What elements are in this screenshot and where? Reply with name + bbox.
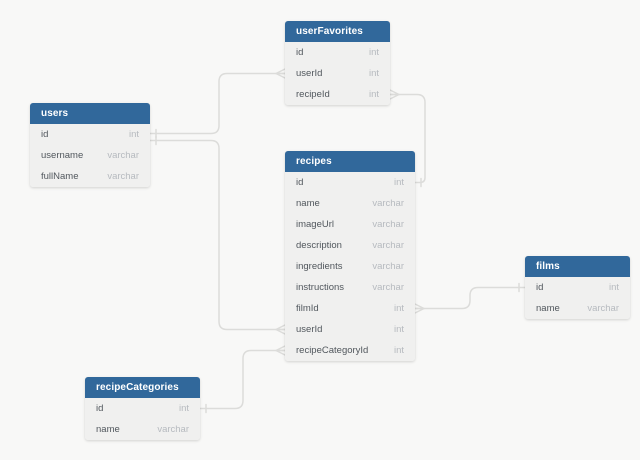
column-type: varchar xyxy=(107,171,139,182)
table-header-recipeCategories[interactable]: recipeCategories xyxy=(85,377,200,398)
column-name: userId xyxy=(296,324,323,335)
column-type: int xyxy=(368,68,379,79)
crow-foot-many-marker-recipes-userId-to-users-id xyxy=(275,324,286,335)
table-header-films[interactable]: films xyxy=(525,256,630,277)
column-name: description xyxy=(296,240,342,251)
column-row-users-fullName: fullName varchar xyxy=(30,166,150,187)
relationship-line-userFavorites-userId-to-users-id[interactable] xyxy=(149,72,286,135)
column-name: name xyxy=(296,198,320,209)
crow-foot-many-marker-recipes-recipeCategoryId-to-recipeCategories-id xyxy=(275,345,286,356)
column-type: int xyxy=(393,177,404,188)
column-row-userFavorites-userId: userId int xyxy=(285,63,390,84)
column-row-users-username: username varchar xyxy=(30,145,150,166)
column-name: id xyxy=(536,282,544,293)
table-users[interactable]: users id int username varchar fullName varchar xyxy=(30,103,150,187)
table-title: users xyxy=(41,108,69,119)
column-type: varchar xyxy=(372,219,404,230)
column-name: username xyxy=(41,150,84,161)
column-row-recipes-description: description varchar xyxy=(285,235,415,256)
column-row-recipes-imageUrl: imageUrl varchar xyxy=(285,214,415,235)
column-name: filmId xyxy=(296,303,319,314)
column-type: varchar xyxy=(587,303,619,314)
table-header-recipes[interactable]: recipes xyxy=(285,151,415,172)
crow-foot-many-marker-userFavorites-recipeId-to-recipes-id xyxy=(389,89,400,100)
column-row-recipes-filmId: filmId int xyxy=(285,298,415,319)
column-name: instructions xyxy=(296,282,345,293)
column-row-films-name: name varchar xyxy=(525,298,630,319)
column-type: varchar xyxy=(372,282,404,293)
column-type: varchar xyxy=(107,150,139,161)
column-type: varchar xyxy=(372,198,404,209)
column-row-recipes-recipeCategoryId: recipeCategoryId int xyxy=(285,340,415,361)
column-row-recipes-userId: userId int xyxy=(285,319,415,340)
table-header-userFavorites[interactable]: userFavorites xyxy=(285,21,390,42)
column-name: ingredients xyxy=(296,261,343,272)
crow-foot-many-marker-userFavorites-userId-to-users-id xyxy=(275,68,286,79)
column-name: id xyxy=(96,403,104,414)
column-row-recipes-instructions: instructions varchar xyxy=(285,277,415,298)
column-name: id xyxy=(296,177,304,188)
column-type: int xyxy=(368,89,379,100)
column-type: int xyxy=(608,282,619,293)
column-name: name xyxy=(536,303,560,314)
column-type: varchar xyxy=(372,261,404,272)
column-name: name xyxy=(96,424,120,435)
column-type: int xyxy=(368,47,379,58)
crow-foot-many-marker-recipes-filmId-to-films-id xyxy=(414,303,425,314)
column-row-users-id: id int xyxy=(30,124,150,145)
column-type: int xyxy=(178,403,189,414)
table-films[interactable]: films id int name varchar xyxy=(525,256,630,319)
relationship-line-userFavorites-recipeId-to-recipes-id[interactable] xyxy=(389,93,426,184)
column-type: int xyxy=(393,303,404,314)
table-title: userFavorites xyxy=(296,26,363,37)
column-row-recipes-name: name varchar xyxy=(285,193,415,214)
column-name: id xyxy=(296,47,304,58)
table-title: recipeCategories xyxy=(96,382,179,393)
relationship-line-recipes-userId-to-users-id[interactable] xyxy=(149,139,286,331)
column-name: fullName xyxy=(41,171,79,182)
column-row-recipeCategories-id: id int xyxy=(85,398,200,419)
table-recipeCategories[interactable]: recipeCategories id int name varchar xyxy=(85,377,200,440)
column-row-recipes-id: id int xyxy=(285,172,415,193)
relationship-line-recipes-filmId-to-films-id[interactable] xyxy=(414,286,526,310)
table-title: recipes xyxy=(296,156,332,167)
column-row-userFavorites-recipeId: recipeId int xyxy=(285,84,390,105)
column-type: int xyxy=(393,324,404,335)
relationship-line-recipes-recipeCategoryId-to-recipeCategories-id[interactable] xyxy=(199,349,286,410)
table-userFavorites[interactable]: userFavorites id int userId int recipeId int xyxy=(285,21,390,105)
column-name: recipeCategoryId xyxy=(296,345,369,356)
column-row-userFavorites-id: id int xyxy=(285,42,390,63)
column-type: int xyxy=(128,129,139,140)
column-row-films-id: id int xyxy=(525,277,630,298)
column-type: int xyxy=(393,345,404,356)
column-name: recipeId xyxy=(296,89,330,100)
column-type: varchar xyxy=(372,240,404,251)
column-type: varchar xyxy=(157,424,189,435)
table-header-users[interactable]: users xyxy=(30,103,150,124)
column-row-recipeCategories-name: name varchar xyxy=(85,419,200,440)
column-name: userId xyxy=(296,68,323,79)
column-name: imageUrl xyxy=(296,219,335,230)
table-title: films xyxy=(536,261,560,272)
column-name: id xyxy=(41,129,49,140)
column-row-recipes-ingredients: ingredients varchar xyxy=(285,256,415,277)
